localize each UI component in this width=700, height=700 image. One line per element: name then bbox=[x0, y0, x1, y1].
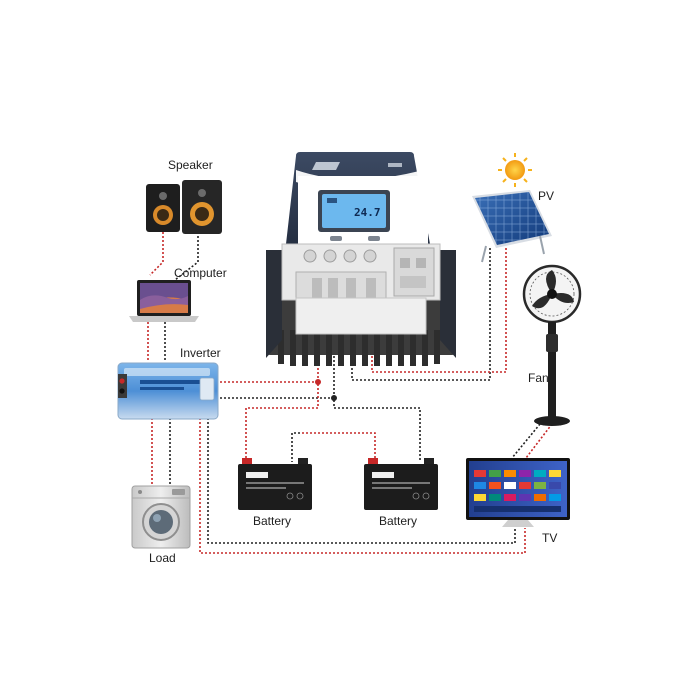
wire-controller-battery-black bbox=[333, 300, 421, 462]
brand-logo-icon bbox=[312, 162, 340, 170]
computer-label: Computer bbox=[174, 266, 227, 280]
junction-black bbox=[331, 395, 337, 401]
wires bbox=[147, 232, 553, 554]
junction-red bbox=[315, 379, 321, 385]
lcd-reading: 24.7 bbox=[354, 206, 381, 219]
wire-fan-tv-red bbox=[525, 423, 553, 459]
battery-label-right: Battery bbox=[379, 514, 418, 528]
inverter-icon bbox=[117, 362, 219, 420]
wire-controller-battery-red bbox=[245, 300, 319, 462]
speaker-icon bbox=[146, 180, 222, 234]
tv-label: TV bbox=[542, 531, 558, 545]
wire-speaker-computer-black bbox=[174, 232, 199, 281]
sun-icon bbox=[498, 153, 532, 187]
battery-right-icon bbox=[364, 458, 438, 510]
washing-machine-icon bbox=[131, 485, 191, 549]
load-label: Load bbox=[149, 551, 176, 565]
wire-load-fan-red bbox=[199, 398, 526, 554]
solar-panel-icon bbox=[472, 190, 552, 263]
tv-app-tiles bbox=[474, 470, 561, 512]
wire-battery-series-black bbox=[291, 432, 300, 462]
charge-controller: 24.7 bbox=[266, 152, 456, 366]
fan-label: Fan bbox=[528, 371, 549, 385]
tv-icon bbox=[466, 458, 570, 527]
laptop-icon bbox=[129, 280, 199, 322]
battery-label-left: Battery bbox=[253, 514, 292, 528]
wire-fan-tv-black bbox=[511, 423, 541, 459]
wire-speaker-computer-red bbox=[149, 232, 164, 276]
pv-label: PV bbox=[538, 189, 555, 203]
wire-junctions bbox=[315, 379, 337, 401]
battery-left-icon bbox=[238, 458, 312, 510]
inverter-label: Inverter bbox=[180, 346, 221, 360]
wire-load-fan-black bbox=[207, 398, 516, 544]
wire-battery-series-red bbox=[300, 432, 376, 462]
fan-icon bbox=[522, 264, 582, 426]
speaker-label: Speaker bbox=[168, 158, 213, 172]
